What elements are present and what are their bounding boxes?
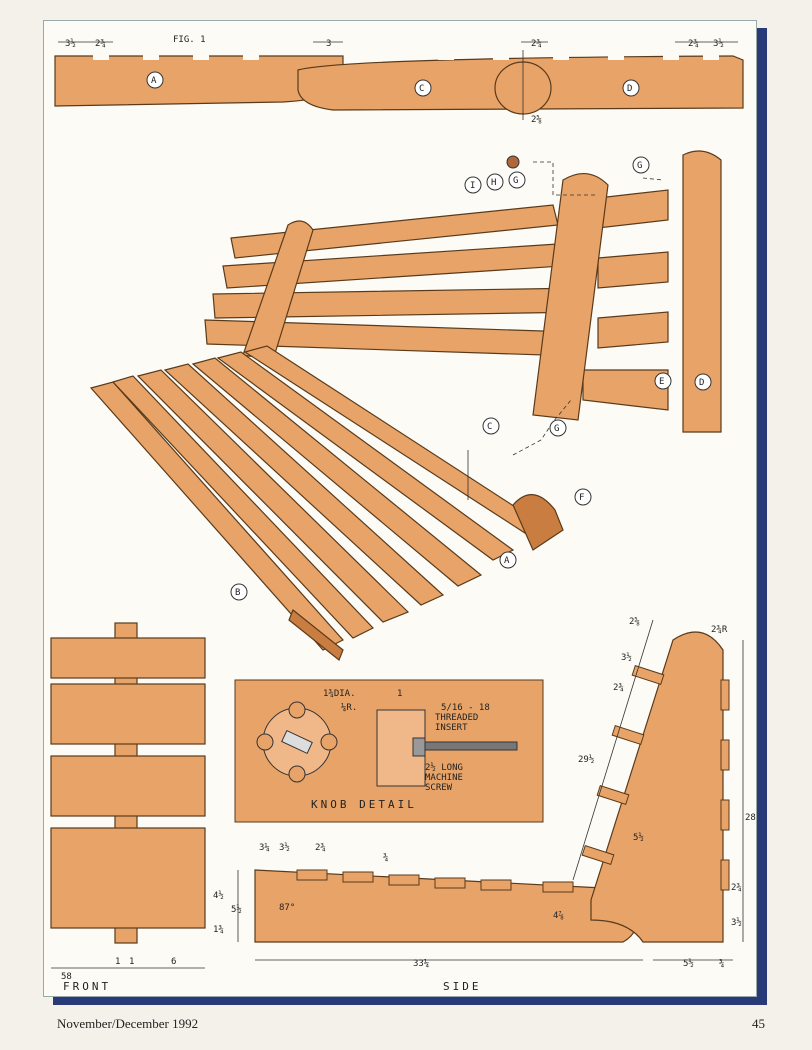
knob-dia-label: 1¾DIA. [323, 689, 356, 699]
dim-label: 2¾ [613, 683, 624, 693]
page-number: 45 [752, 1016, 765, 1031]
screw-label: SCREW [425, 783, 453, 793]
part-label: D [627, 84, 632, 94]
part-label: G [513, 176, 518, 186]
part-label: I [470, 181, 475, 191]
dim-label: 3½ [713, 38, 724, 49]
dim-label: 2⅝ [629, 617, 640, 627]
dim-label: 2¾ [95, 39, 106, 49]
dim-label: 3¼ [259, 843, 270, 853]
dim-label: 3½ [65, 38, 76, 49]
dim-label: 5½ [231, 904, 242, 915]
dim-label: ¾ [383, 853, 388, 863]
dim-label: 2¾ [315, 843, 326, 853]
dim-label: 4⅞ [553, 911, 564, 921]
part-label: D [699, 378, 704, 388]
part-label: G [637, 161, 642, 171]
knob-radius-label: ¼R. [341, 703, 357, 713]
side-title: SIDE [443, 980, 482, 993]
part-label: B [235, 588, 240, 598]
dim-label: 87° [279, 903, 295, 913]
dim-label: 2¾ [731, 883, 742, 893]
dim-label: 2¾ [688, 39, 699, 49]
screw-label: 2½ LONG [425, 762, 463, 773]
part-label: E [659, 377, 664, 387]
dim-label: 3½ [731, 917, 742, 928]
dim-label: 2¾R [711, 625, 728, 635]
back-assembly: D E C I H G G [204, 150, 722, 435]
dim-label: 58 [61, 972, 72, 982]
dim-label: 3½ [279, 842, 290, 853]
part-label: F [579, 493, 584, 503]
knob-detail: 1¾DIA. 1 ¼R. 5/16 - 18 THREADED INSERT 2… [234, 679, 544, 823]
insert-label: THREADED [435, 713, 478, 723]
dim-label: 28 [745, 813, 756, 823]
dim-label: 6 [171, 957, 176, 967]
dim-label: 1¾ [213, 925, 224, 935]
footer-date: November/December 1992 [57, 1016, 199, 1031]
dim-label: 29½ [578, 754, 594, 765]
dim-label: 3 [326, 39, 331, 49]
fig-label: FIG. 1 [173, 35, 206, 45]
dim-label: 1 [115, 957, 120, 967]
dim-label: 5½ [683, 958, 694, 969]
seat-assembly: B A F G [89, 345, 592, 661]
front-view: 1 1 6 58 FRONT [50, 622, 206, 993]
top-plan-view: FIG. 1 3½ 2¾ 3 2¾ 2¾ 3½ 2⅝ A C D [54, 35, 744, 125]
part-label: C [487, 422, 492, 432]
insert-label: 5/16 - 18 [441, 703, 490, 713]
part-label: C [419, 84, 424, 94]
part-label: A [151, 76, 157, 86]
part-label: A [504, 556, 510, 566]
screw-label: MACHINE [425, 773, 463, 783]
knob-detail-title: KNOB DETAIL [311, 798, 417, 811]
part-label: G [554, 424, 559, 434]
dim-label: ¾ [719, 959, 724, 969]
plan-drawing: .w { fill:#e8a468; stroke:#5a3a1a; strok… [50, 35, 756, 993]
knob-width-label: 1 [397, 689, 402, 699]
dim-label: 5½ [633, 832, 644, 843]
insert-label: INSERT [435, 723, 468, 733]
dim-label: 1 [129, 957, 134, 967]
front-title: FRONT [63, 980, 111, 993]
dim-label: 33¼ [413, 959, 429, 969]
side-view: 3¼ 3½ 2¾ ¾ 4½ 5½ 1¾ 87° 4⅞ 33¼ 5½ ¾ 29½ … [213, 617, 756, 993]
dim-label: 4½ [213, 890, 224, 901]
part-label: H [491, 178, 496, 188]
dim-label: 2⅝ [531, 115, 542, 125]
dim-label: 3½ [621, 652, 632, 663]
dim-label: 2¾ [531, 39, 542, 49]
